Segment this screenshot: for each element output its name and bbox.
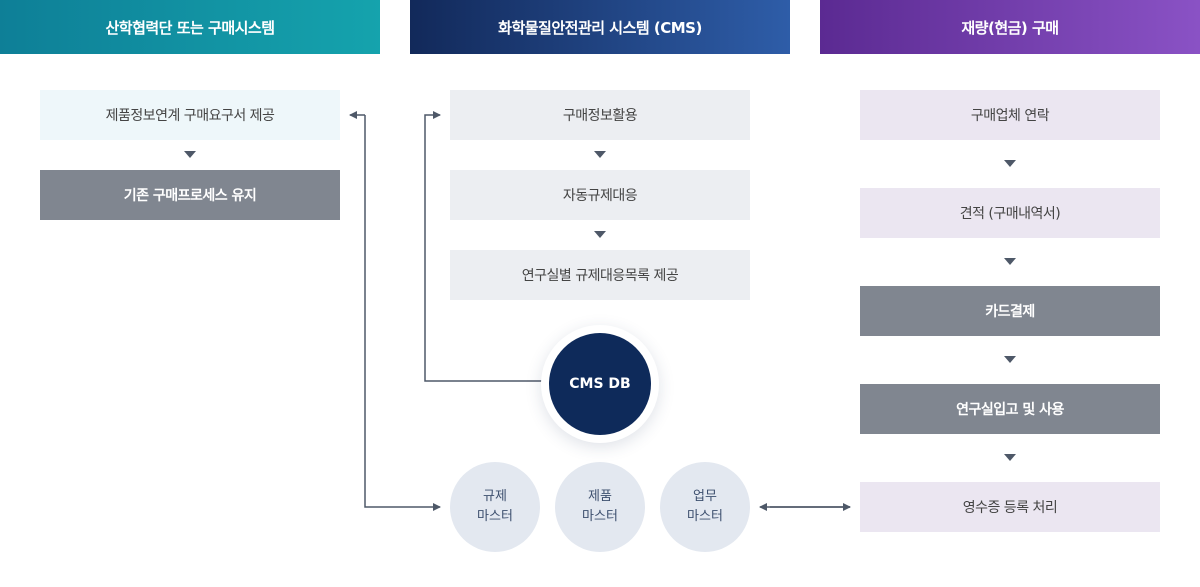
col3-down-arrow-3-icon — [1004, 356, 1016, 363]
col2-box-purchase-info: 구매정보활용 — [450, 90, 750, 140]
master-label-line1: 규제 — [483, 489, 507, 504]
header-cash-purchase: 재량(현금) 구매 — [820, 0, 1200, 54]
master-label-line2: 마스터 — [477, 509, 513, 524]
cms-db-node: CMS DB — [549, 333, 651, 435]
db-to-purchase-info-arrow — [424, 111, 549, 382]
col1-box-keep-process: 기존 구매프로세스 유지 — [40, 170, 340, 220]
master-label-line2: 마스터 — [687, 509, 723, 524]
master-label-line1: 업무 — [693, 489, 717, 504]
master-label-line2: 마스터 — [582, 509, 618, 524]
col2-box-auto-regulation: 자동규제대응 — [450, 170, 750, 220]
business-master-node: 업무 마스터 — [660, 462, 750, 552]
product-master-node: 제품 마스터 — [555, 462, 645, 552]
col1-to-regulation-master-arrow — [364, 115, 441, 511]
col3-box-receipt-register: 영수증 등록 처리 — [860, 482, 1160, 532]
col3-down-arrow-1-icon — [1004, 160, 1016, 167]
col3-box-lab-receipt: 연구실입고 및 사용 — [860, 384, 1160, 434]
header-university-purchase: 산학협력단 또는 구매시스템 — [0, 0, 380, 54]
col2-down-arrow-2-icon — [594, 231, 606, 238]
col2-down-arrow-1-icon — [594, 151, 606, 158]
col3-down-arrow-4-icon — [1004, 454, 1016, 461]
cms-db-label: CMS DB — [569, 376, 631, 392]
col3-box-quote: 견적 (구매내역서) — [860, 188, 1160, 238]
regulation-master-node: 규제 마스터 — [450, 462, 540, 552]
master-label-line1: 제품 — [588, 489, 612, 504]
col2-box-lab-list: 연구실별 규제대응목록 제공 — [450, 250, 750, 300]
col3-box-card-payment: 카드결제 — [860, 286, 1160, 336]
header-cms: 화학물질안전관리 시스템 (CMS) — [410, 0, 790, 54]
col1-box-purchase-request: 제품정보연계 구매요구서 제공 — [40, 90, 340, 140]
col3-down-arrow-2-icon — [1004, 258, 1016, 265]
col3-box-contact-vendor: 구매업체 연락 — [860, 90, 1160, 140]
col1-down-arrow-icon — [184, 151, 196, 158]
